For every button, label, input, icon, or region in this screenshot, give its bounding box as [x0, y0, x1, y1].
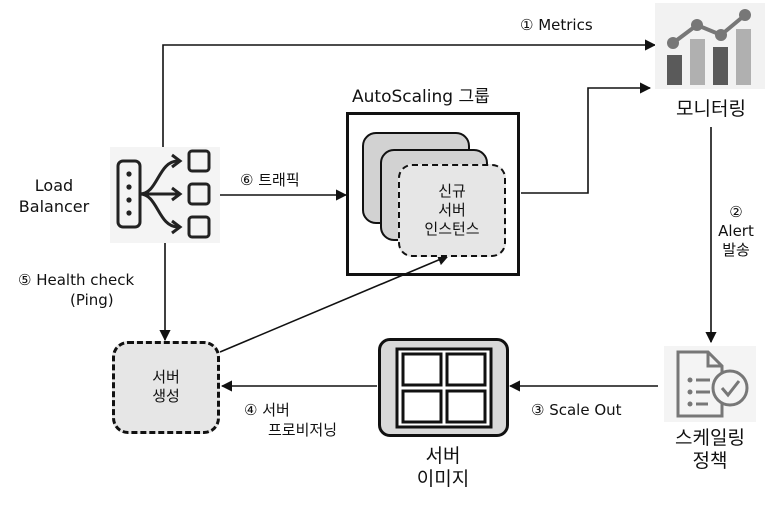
metrics-arrow	[162, 39, 657, 150]
document-checkmark-icon	[664, 346, 756, 422]
create-to-instance-arrow	[219, 254, 450, 353]
new-instance-line3: 인스턴스	[424, 220, 480, 238]
step-alert-line2: Alert	[718, 222, 754, 240]
bar-line-chart-icon	[655, 3, 765, 89]
new-instance-box: 신규 서버 인스턴스	[398, 164, 506, 257]
step-provisioning-label: ④ 서버 프로비저닝	[244, 400, 337, 440]
step-provisioning-line2: 프로비저닝	[268, 421, 338, 439]
step-alert-line1: ②	[729, 203, 743, 221]
grid-image-icon	[378, 338, 509, 437]
server-image-line2: 이미지	[416, 468, 470, 490]
scaling-policy-line1: 스케일링	[675, 427, 745, 449]
group-to-monitoring-arrow	[521, 82, 652, 194]
new-instance-line2: 서버	[438, 201, 466, 219]
monitoring-label: 모니터링	[676, 98, 746, 120]
server-create-box: 서버 생성	[112, 341, 220, 434]
step-health-check-line2: (Ping)	[70, 291, 114, 309]
step-health-check-label: ⑤ Health check (Ping)	[18, 270, 134, 310]
load-balancer-icon	[110, 147, 220, 243]
scaling-policy-line2: 정책	[692, 450, 728, 472]
autoscaling-group-title: AutoScaling 그룹	[352, 87, 490, 107]
new-instance-line1: 신규	[438, 182, 466, 200]
server-create-line2: 생성	[152, 387, 180, 405]
load-balancer-label-line1: Load	[34, 176, 74, 195]
step-provisioning-line1: ④ 서버	[244, 401, 290, 419]
load-balancer-label: Load Balancer	[18, 175, 90, 217]
scaling-policy-label: 스케일링 정책	[650, 427, 770, 473]
server-image-line1: 서버	[425, 445, 461, 467]
server-image-label: 서버 이미지	[383, 445, 503, 491]
step-traffic-label: ⑥ 트래픽	[240, 171, 300, 189]
step-alert-line3: 발송	[722, 241, 750, 259]
step-metrics-label: ① Metrics	[520, 16, 593, 34]
autoscaling-group-box	[346, 112, 520, 276]
step-health-check-line1: ⑤ Health check	[18, 271, 135, 289]
step-scale-out-label: ③ Scale Out	[531, 401, 622, 419]
step-alert-label: ② Alert 발송	[716, 203, 756, 260]
load-balancer-label-line2: Balancer	[18, 197, 90, 216]
grid-image-glyph	[395, 347, 493, 429]
server-create-line1: 서버	[152, 368, 180, 386]
